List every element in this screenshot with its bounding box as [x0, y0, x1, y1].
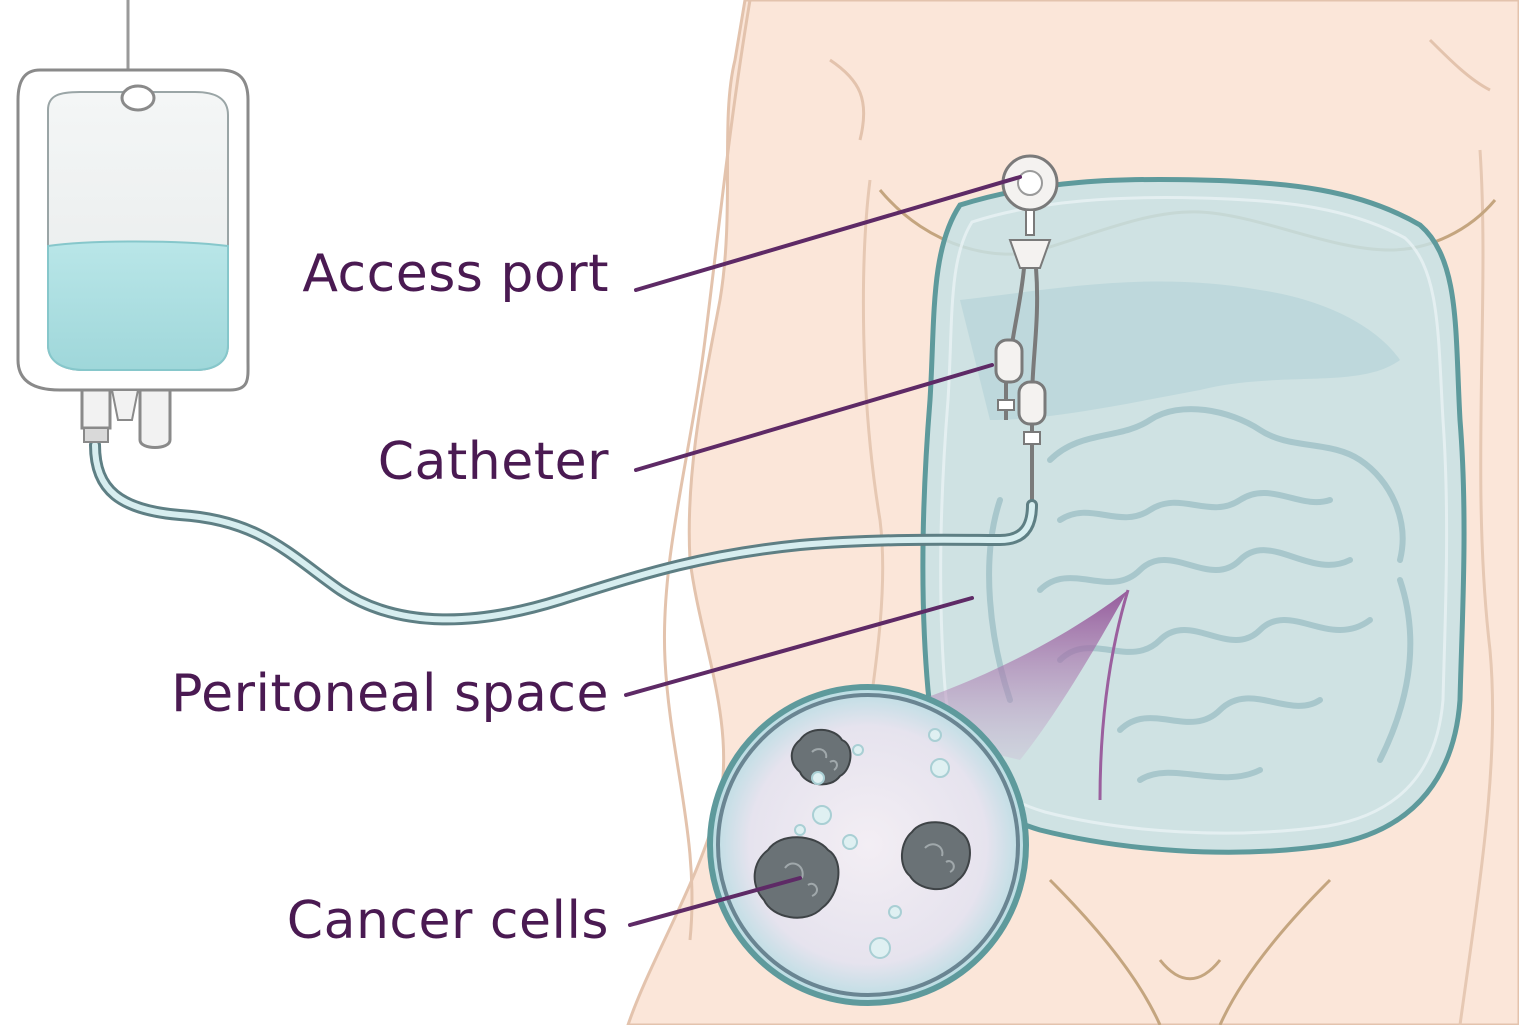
bag-port-left-ring [84, 428, 108, 442]
bag-port-left [82, 390, 110, 428]
catheter-cap-2 [1024, 432, 1040, 444]
label-access-port: Access port [302, 248, 609, 300]
clamp-2 [1019, 382, 1045, 424]
access-port-center [1018, 171, 1042, 195]
bag-fluid [48, 242, 228, 371]
clamp-1 [996, 340, 1022, 382]
label-peritoneal-space: Peritoneal space [171, 668, 609, 720]
port-stem [1026, 210, 1034, 235]
label-catheter: Catheter [378, 436, 609, 488]
catheter-cap-1 [998, 400, 1014, 410]
iv-bag [18, 0, 248, 448]
magnifier-circle [710, 687, 1026, 1003]
bag-port-right [140, 390, 170, 448]
label-cancer-cells: Cancer cells [287, 895, 609, 947]
bag-port-middle [112, 390, 138, 420]
magnified-view [710, 687, 1026, 1003]
bag-hole [122, 86, 154, 110]
cancer-cell [902, 822, 970, 889]
